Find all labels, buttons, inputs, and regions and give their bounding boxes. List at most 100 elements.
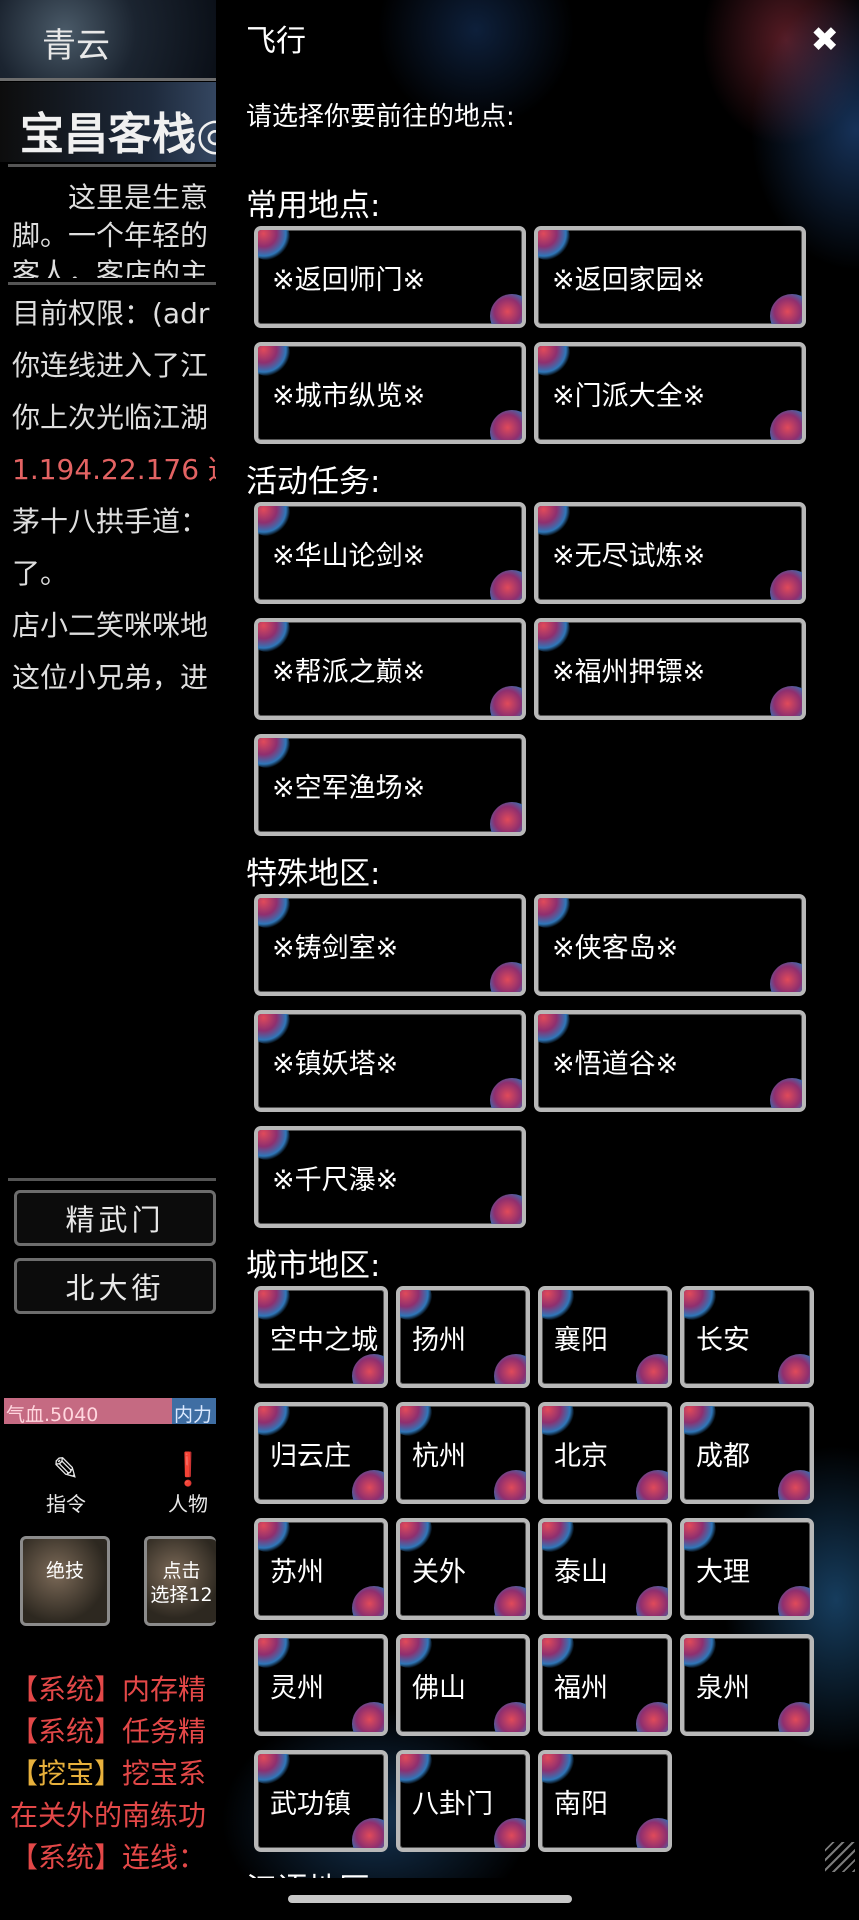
destination-button[interactable]: 成都 bbox=[680, 1402, 814, 1504]
log-line: 你连线进入了江 bbox=[12, 349, 209, 382]
edit-icon: ✎ bbox=[52, 1450, 80, 1488]
destination-label: ※镇妖塔※ bbox=[272, 1048, 399, 1080]
section-title: 城市地区: bbox=[246, 1248, 381, 1284]
log-tag: 【挖宝】 bbox=[10, 1757, 123, 1790]
skill-slot-select[interactable]: 点击 选择12 bbox=[144, 1536, 216, 1626]
destination-button[interactable]: 长安 bbox=[680, 1286, 814, 1388]
destination-button[interactable]: ※铸剑室※ bbox=[254, 894, 526, 996]
destination-label: 成都 bbox=[696, 1440, 750, 1472]
destination-label: 武功镇 bbox=[270, 1788, 351, 1820]
destination-label: 福州 bbox=[554, 1672, 608, 1704]
destination-button[interactable]: ※返回家园※ bbox=[534, 226, 806, 328]
destination-label: ※华山论剑※ bbox=[272, 540, 426, 572]
destination-label: ※返回家园※ bbox=[552, 264, 706, 296]
log-message: 在关外的南练功 bbox=[10, 1799, 207, 1832]
destination-button[interactable]: ※侠客岛※ bbox=[534, 894, 806, 996]
destination-button[interactable]: ※城市纵览※ bbox=[254, 342, 526, 444]
destination-label: ※千尺瀑※ bbox=[272, 1164, 399, 1196]
destination-button[interactable]: 八卦门 bbox=[396, 1750, 530, 1852]
system-log-line: 【系统】任务精 bbox=[10, 1710, 206, 1750]
destination-label: 大理 bbox=[696, 1556, 750, 1588]
destination-label: 灵州 bbox=[270, 1672, 324, 1704]
mp-label: 内力 bbox=[174, 1404, 213, 1426]
skill-slot-juji[interactable]: 绝技 bbox=[20, 1536, 110, 1626]
destination-button[interactable]: 襄阳 bbox=[538, 1286, 672, 1388]
alert-icon: ❗ bbox=[168, 1450, 208, 1488]
destination-button[interactable]: 空中之城 bbox=[254, 1286, 388, 1388]
destination-button[interactable]: 泉州 bbox=[680, 1634, 814, 1736]
divider bbox=[8, 164, 216, 167]
hp-label: 气血.5040 bbox=[6, 1404, 99, 1426]
destination-button[interactable]: ※镇妖塔※ bbox=[254, 1010, 526, 1112]
destination-button[interactable]: 佛山 bbox=[396, 1634, 530, 1736]
destination-button[interactable]: 泰山 bbox=[538, 1518, 672, 1620]
log-line: 茅十八拱手道： bbox=[12, 505, 209, 538]
header-title: 青云 bbox=[42, 26, 110, 66]
destination-button[interactable]: 南阳 bbox=[538, 1750, 672, 1852]
system-log-line: 在关外的南练功 bbox=[10, 1794, 206, 1834]
system-log-line: 【系统】内存精 bbox=[10, 1668, 206, 1708]
destination-label: 长安 bbox=[696, 1324, 750, 1356]
destination-button[interactable]: ※门派大全※ bbox=[534, 342, 806, 444]
destination-button[interactable]: ※返回师门※ bbox=[254, 226, 526, 328]
destination-label: 苏州 bbox=[270, 1556, 324, 1588]
log-message: 内存精 bbox=[122, 1673, 207, 1706]
exit-button-beidajie[interactable]: 北大街 bbox=[14, 1258, 216, 1314]
destination-button[interactable]: 灵州 bbox=[254, 1634, 388, 1736]
destination-label: ※门派大全※ bbox=[552, 380, 706, 412]
destination-label: ※城市纵览※ bbox=[272, 380, 426, 412]
destination-button[interactable]: 扬州 bbox=[396, 1286, 530, 1388]
destination-label: ※空军渔场※ bbox=[272, 772, 426, 804]
close-icon[interactable]: ✖ bbox=[810, 20, 840, 60]
nav-character[interactable]: ❗ 人物 bbox=[158, 1450, 218, 1517]
room-title-bar bbox=[0, 82, 216, 162]
destination-button[interactable]: 北京 bbox=[538, 1402, 672, 1504]
destination-button[interactable]: 杭州 bbox=[396, 1402, 530, 1504]
log-line: 店小二笑咪咪地 bbox=[12, 609, 209, 642]
destination-button[interactable]: ※华山论剑※ bbox=[254, 502, 526, 604]
log-tag: 【系统】 bbox=[10, 1841, 123, 1874]
section-title: 活动任务: bbox=[246, 464, 381, 500]
destination-button[interactable]: ※帮派之巅※ bbox=[254, 618, 526, 720]
destination-label: 杭州 bbox=[412, 1440, 466, 1472]
destination-label: 泰山 bbox=[554, 1556, 608, 1588]
destination-button[interactable]: 武功镇 bbox=[254, 1750, 388, 1852]
destination-button[interactable]: 福州 bbox=[538, 1634, 672, 1736]
destination-label: ※帮派之巅※ bbox=[272, 656, 426, 688]
log-line: 1.194.22.176 这 bbox=[12, 453, 236, 486]
destination-button[interactable]: ※千尺瀑※ bbox=[254, 1126, 526, 1228]
skill-label: 绝技 bbox=[45, 1560, 84, 1582]
section-title: 江语地区: bbox=[246, 1864, 380, 1878]
destination-label: 北京 bbox=[554, 1440, 608, 1472]
divider bbox=[8, 1178, 216, 1181]
destination-button[interactable]: 归云庄 bbox=[254, 1402, 388, 1504]
nav-character-label: 人物 bbox=[168, 1492, 208, 1516]
destination-button[interactable]: ※悟道谷※ bbox=[534, 1010, 806, 1112]
nav-command-label: 指令 bbox=[46, 1492, 86, 1516]
room-desc-line: 客人，客店的主 bbox=[12, 257, 209, 278]
log-line: 你上次光临江湖 bbox=[12, 401, 209, 434]
room-title[interactable]: 宝昌客栈◎ bbox=[20, 98, 234, 162]
log-line: 目前权限：(adr bbox=[12, 297, 210, 330]
destination-button[interactable]: ※空军渔场※ bbox=[254, 734, 526, 836]
log-message: 任务精 bbox=[122, 1715, 207, 1748]
nav-command[interactable]: ✎ 指令 bbox=[36, 1450, 96, 1517]
destination-button[interactable]: 苏州 bbox=[254, 1518, 388, 1620]
destination-button[interactable]: 大理 bbox=[680, 1518, 814, 1620]
section-title: 常用地点: bbox=[246, 188, 381, 224]
destination-label: ※铸剑室※ bbox=[272, 932, 399, 964]
destination-button[interactable]: ※无尽试炼※ bbox=[534, 502, 806, 604]
home-indicator[interactable] bbox=[288, 1895, 572, 1903]
destination-button[interactable]: 关外 bbox=[396, 1518, 530, 1620]
log-tag: 【系统】 bbox=[10, 1673, 123, 1706]
exit-button-jingwumen[interactable]: 精武门 bbox=[14, 1190, 216, 1246]
log-message: 连线： bbox=[122, 1841, 207, 1874]
resize-grip-icon[interactable] bbox=[825, 1842, 855, 1872]
system-log-line: 【系统】连线： bbox=[10, 1836, 206, 1876]
dialog-title: 飞行 bbox=[246, 24, 306, 59]
destination-label: 佛山 bbox=[412, 1672, 466, 1704]
destination-label: ※侠客岛※ bbox=[552, 932, 679, 964]
destination-label: ※福州押镖※ bbox=[552, 656, 706, 688]
destination-label: 关外 bbox=[412, 1556, 466, 1588]
destination-button[interactable]: ※福州押镖※ bbox=[534, 618, 806, 720]
